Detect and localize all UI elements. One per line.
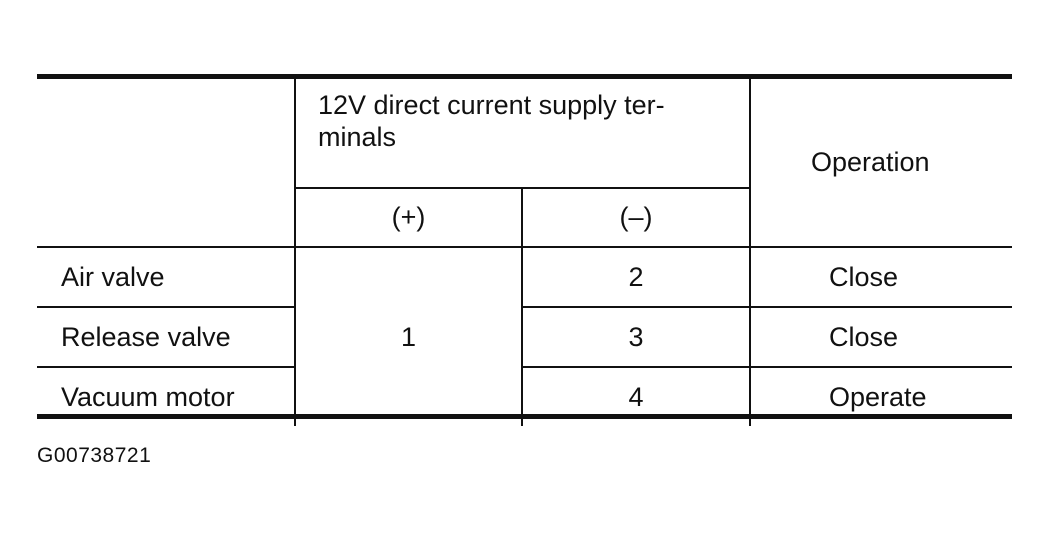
row-name: Air valve	[37, 247, 295, 308]
shared-plus-terminal: 1	[294, 247, 522, 426]
table-bottom-rule	[37, 414, 1012, 419]
terminal-operation-table: 12V direct current supply ter- minals Op…	[37, 79, 1012, 426]
header-blank-cell	[37, 79, 295, 248]
figure-id: G00738721	[37, 444, 152, 467]
header-plus: (+)	[294, 188, 522, 248]
row-operation: Close	[749, 307, 1012, 368]
row-name: Vacuum motor	[61, 381, 235, 412]
row-minus-terminal: 3	[521, 307, 750, 368]
header-operation: Operation	[749, 79, 1012, 248]
table-top-rule	[37, 74, 1012, 79]
header-supply-line1: 12V direct current supply ter-	[318, 90, 665, 120]
table-row: Air valve 1 2 Close	[37, 247, 1012, 426]
header-minus: (–)	[521, 188, 750, 248]
header-row-sub: (+) (–)	[37, 188, 1012, 248]
table-row: Release valve 3 Close	[37, 307, 1012, 368]
row-minus-terminal: 2	[521, 247, 750, 308]
header-supply-terminals: 12V direct current supply ter- minals	[294, 79, 750, 189]
row-name: Release valve	[37, 307, 295, 368]
header-row-main: 12V direct current supply ter- minals Op…	[37, 79, 1012, 248]
header-supply-line2: minals	[318, 122, 397, 153]
row-operation: Close	[749, 247, 1012, 308]
